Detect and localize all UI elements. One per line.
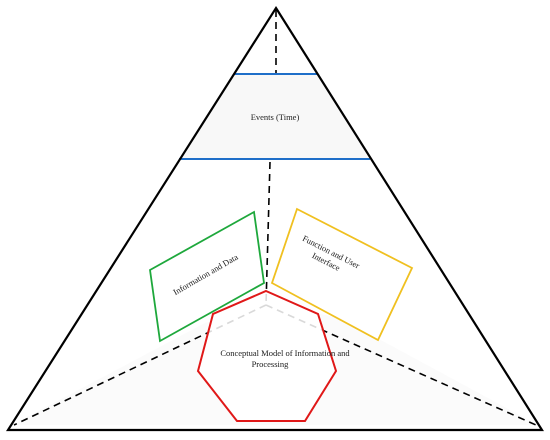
heptagon-shape (196, 289, 338, 422)
function-ui-box: Function and User Interface (270, 207, 414, 342)
conceptual-model-label-line2: Processing (252, 359, 290, 369)
events-label: Events (Time) (251, 112, 300, 122)
dashed-middle-line (265, 161, 271, 306)
outer-triangle (5, 5, 544, 432)
conceptual-model-heptagon: Conceptual Model of Information and Proc… (196, 289, 350, 422)
events-band-fill (179, 74, 370, 159)
information-data-box-shape (149, 210, 265, 343)
conceptual-model-label-line1: Conceptual Model of Information and (220, 348, 350, 358)
events-band: Events (Time) (179, 73, 370, 160)
dashed-left-line (13, 304, 267, 426)
information-data-box: Information and Data (149, 210, 265, 343)
function-ui-box-shape (270, 207, 414, 342)
